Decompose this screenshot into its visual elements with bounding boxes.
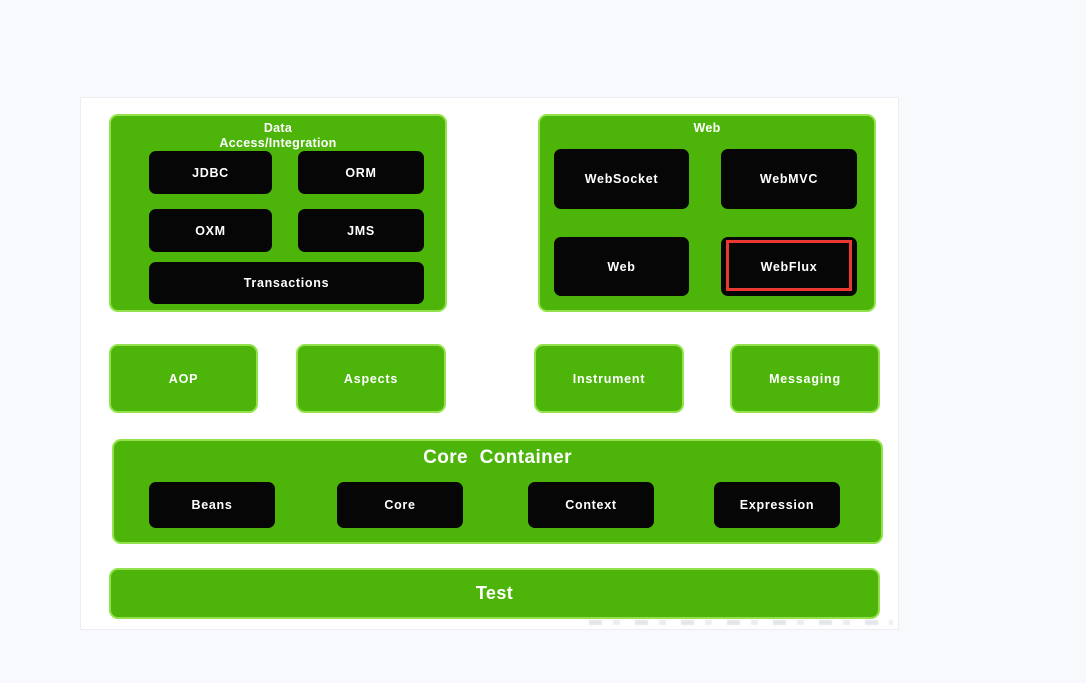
module-beans: Beans	[149, 482, 275, 528]
module-context: Context	[528, 482, 654, 528]
group-title-line1: Data	[263, 121, 293, 135]
module-jms: JMS	[298, 209, 424, 252]
module-webflux: WebFlux	[721, 237, 857, 296]
module-webmvc: WebMVC	[721, 149, 857, 209]
module-instrument: Instrument	[534, 344, 684, 413]
group-title-data-access: Data Access/Integration	[111, 116, 445, 151]
group-test: Test	[109, 568, 880, 619]
group-web: Web WebSocket WebMVC Web WebFlux	[538, 114, 876, 312]
group-core-container: Core Container Beans Core Context Expres…	[112, 439, 883, 544]
group-title-test: Test	[475, 583, 514, 603]
module-oxm: OXM	[149, 209, 272, 252]
module-orm: ORM	[298, 151, 424, 194]
module-messaging: Messaging	[730, 344, 880, 413]
module-aspects: Aspects	[296, 344, 446, 413]
module-jdbc: JDBC	[149, 151, 272, 194]
module-core: Core	[337, 482, 463, 528]
group-title-line2: Access/Integration	[219, 136, 337, 150]
module-web: Web	[554, 237, 689, 296]
module-expression: Expression	[714, 482, 840, 528]
group-data-access-integration: Data Access/Integration JDBC ORM OXM JMS…	[109, 114, 447, 312]
module-aop: AOP	[109, 344, 258, 413]
spring-architecture-diagram: Data Access/Integration JDBC ORM OXM JMS…	[80, 97, 899, 630]
watermark	[589, 620, 893, 625]
module-websocket: WebSocket	[554, 149, 689, 209]
group-title-core-container: Core Container	[423, 447, 572, 468]
module-transactions: Transactions	[149, 262, 424, 304]
group-title-web: Web	[693, 121, 721, 135]
module-webflux-label: WebFlux	[760, 259, 818, 274]
